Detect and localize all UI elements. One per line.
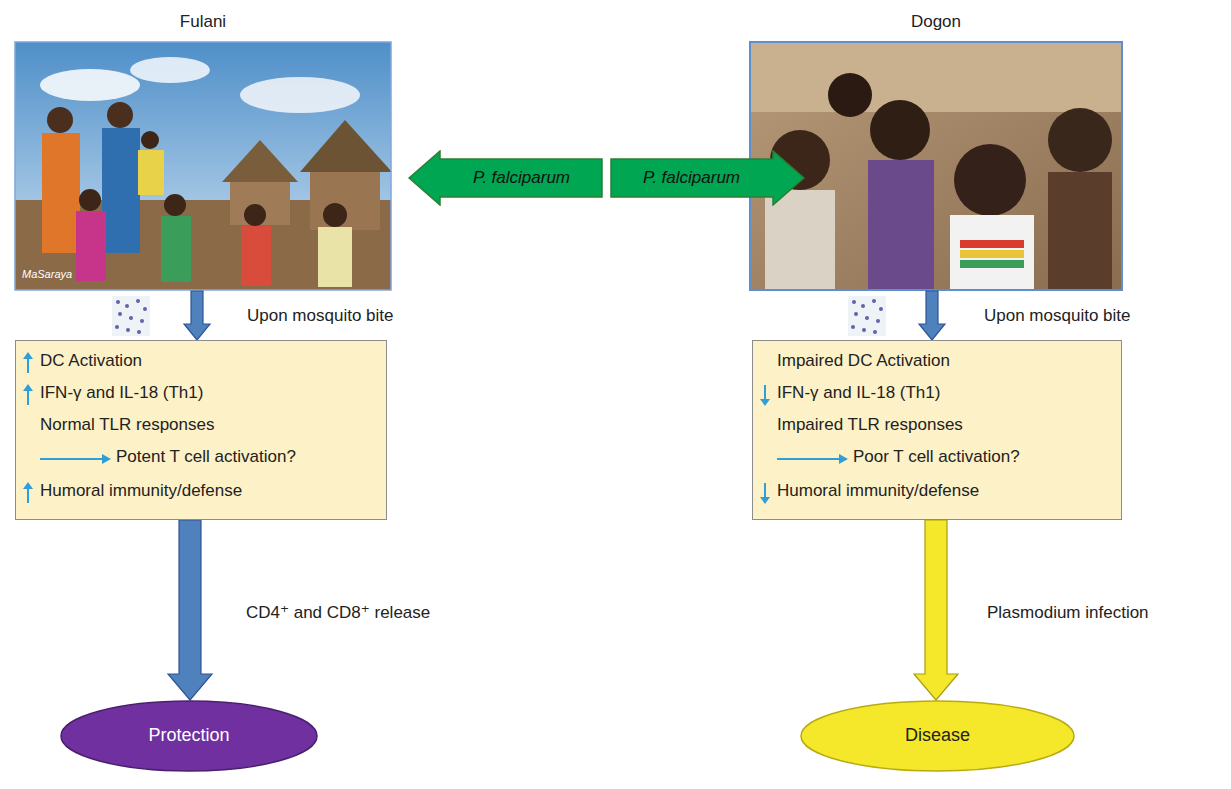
edge-label: Upon mosquito bite — [245, 306, 395, 326]
pathogen-name: P. falciparum — [610, 168, 773, 188]
process-box: Impaired DC ActivationIFN-γ and IL-18 (T… — [752, 340, 1122, 520]
arrow-body — [611, 151, 804, 205]
arrow-head — [23, 482, 33, 489]
finding-text: Impaired DC Activation — [777, 351, 950, 371]
arrow-shaft — [764, 385, 766, 401]
outcome-ellipse: Protection — [60, 700, 318, 772]
arrow-shaft — [27, 357, 29, 373]
arrow-shaft — [40, 458, 104, 460]
edge-label: Upon mosquito bite — [982, 306, 1132, 326]
outcome-ellipse: Disease — [800, 700, 1075, 772]
group-heading: Fulani — [15, 12, 391, 32]
arrow-head — [839, 454, 848, 464]
ellipse-outline — [61, 701, 317, 771]
finding-text: IFN-γ and IL-18 (Th1) — [40, 383, 203, 403]
finding-text: Poor T cell activation? — [853, 447, 1020, 467]
block-arrow — [184, 291, 210, 340]
dogon-photo — [750, 42, 1122, 290]
finding-text: Normal TLR responses — [40, 415, 214, 435]
arrow-head — [102, 454, 111, 464]
blood-smear-icon — [112, 296, 150, 336]
block-arrow — [919, 291, 945, 340]
outcome-text: Disease — [800, 725, 1075, 747]
outcome-text: Protection — [60, 725, 318, 747]
group-heading: Dogon — [750, 12, 1122, 32]
photo-panel: Dogon — [750, 8, 1122, 291]
pathogen-arrow: P. falciparum — [408, 150, 603, 206]
finding-text: Impaired TLR responses — [777, 415, 963, 435]
arrow-shaft — [764, 483, 766, 499]
block-arrow — [914, 520, 958, 700]
blood-smear-icon — [848, 296, 886, 336]
arrow-head — [23, 352, 33, 359]
block-arrow — [168, 520, 212, 700]
pathogen-name: P. falciparum — [440, 168, 603, 188]
photo-panel: Fulani — [15, 8, 391, 291]
edge-label: Plasmodium infection — [985, 603, 1151, 623]
fulani-photo — [15, 42, 392, 290]
arrow-head — [23, 384, 33, 391]
watermark: MaSaraya — [22, 268, 72, 281]
finding-text: Humoral immunity/defense — [40, 481, 242, 501]
finding-text: Potent T cell activation? — [116, 447, 296, 467]
ellipse-outline — [801, 701, 1074, 771]
arrow-shaft — [27, 389, 29, 405]
finding-text: Humoral immunity/defense — [777, 481, 979, 501]
process-box: DC ActivationIFN-γ and IL-18 (Th1) Normal… — [15, 340, 387, 520]
arrow-symbol — [753, 447, 853, 471]
finding-text: DC Activation — [40, 351, 142, 371]
arrow-head — [760, 497, 770, 504]
arrow-head — [760, 399, 770, 406]
edge-label: CD4⁺ and CD8⁺ release — [244, 603, 432, 623]
arrow-symbol — [16, 447, 116, 471]
arrow-shaft — [777, 458, 841, 460]
finding-text: IFN-γ and IL-18 (Th1) — [777, 383, 940, 403]
pathogen-arrow: P. falciparum — [610, 150, 805, 206]
arrow-body — [409, 151, 602, 205]
arrow-shaft — [27, 487, 29, 503]
